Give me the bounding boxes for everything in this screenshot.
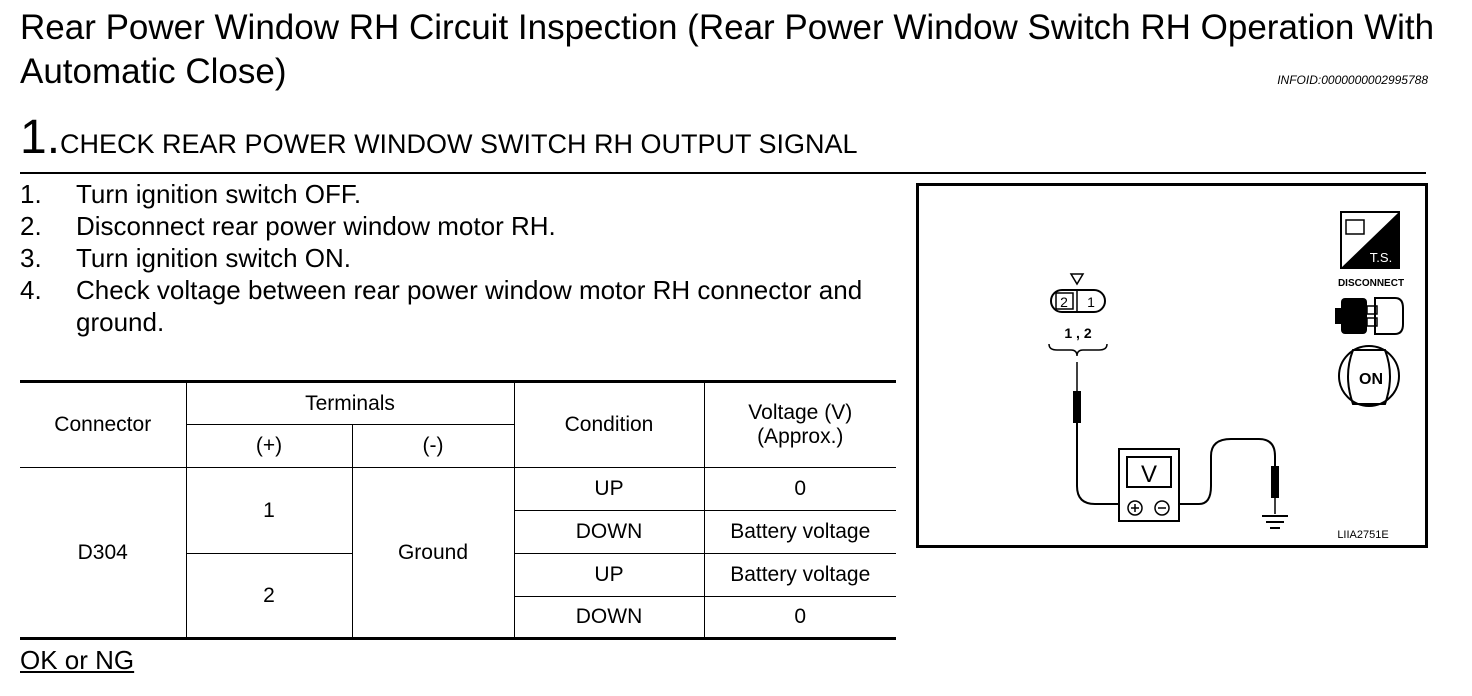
- list-item: 3. Turn ignition switch ON.: [20, 242, 910, 274]
- diagram-drawing: 2 1 1 , 2 V: [1048, 211, 1404, 541]
- cell-condition: UP: [513, 553, 705, 597]
- table-row: DOWN 0: [20, 596, 896, 639]
- table-row: 2 UP Battery voltage: [20, 553, 896, 639]
- test-symbol-icon: T.S.: [1340, 211, 1400, 269]
- header-voltage-sub: (Approx.): [757, 425, 844, 448]
- header-connector: Connector: [20, 381, 187, 468]
- cell-terminal: 1: [185, 467, 353, 554]
- header-plus: (+): [186, 424, 353, 468]
- header-voltage: Voltage (V) (Approx.): [703, 381, 896, 468]
- cell-connector: D304: [20, 467, 187, 639]
- item-text: Turn ignition switch OFF.: [76, 179, 362, 209]
- ts-label: T.S.: [1370, 250, 1392, 265]
- list-item: 4. Check voltage between rear power windo…: [20, 274, 910, 338]
- page-title: Rear Power Window RH Circuit Inspection …: [20, 8, 1435, 91]
- cell-terminal: 2: [186, 553, 353, 639]
- header-condition: Condition: [513, 381, 705, 468]
- step-title: CHECK REAR POWER WINDOW SWITCH RH OUTPUT…: [60, 129, 858, 159]
- instruction-list: 1. Turn ignition switch OFF. 2. Disconnect…: [20, 178, 910, 338]
- ok-ng-link[interactable]: OK or NG: [20, 645, 135, 675]
- item-text: Disconnect rear power window motor RH.: [76, 211, 556, 241]
- disconnect-label: DISCONNECT: [1338, 278, 1404, 289]
- cell-voltage: Battery voltage: [703, 510, 896, 554]
- connector-icon: 2 1 1 , 2: [1048, 273, 1108, 357]
- wiring-diagram: 2 1 1 , 2 V: [916, 183, 1428, 548]
- list-item: 2. Disconnect rear power window motor RH.: [20, 210, 910, 242]
- cell-condition: UP: [513, 467, 705, 511]
- item-number: 1.: [20, 179, 42, 209]
- disconnect-icon: DISCONNECT: [1335, 278, 1404, 335]
- step-number: 1.: [20, 111, 61, 164]
- item-number: 4.: [20, 275, 42, 305]
- step-heading: 1.CHECK REAR POWER WINDOW SWITCH RH OUTP…: [20, 110, 1426, 174]
- voltmeter: V: [1118, 448, 1180, 522]
- item-number: 2.: [20, 211, 42, 241]
- figure-id: LIIA2751E: [1337, 529, 1388, 541]
- item-text: Check voltage between rear power window …: [76, 275, 863, 337]
- info-id: INFOID:0000000002995788: [1277, 73, 1428, 87]
- voltage-table: Connector Terminals Condition Voltage (V…: [20, 380, 896, 640]
- item-text: Turn ignition switch ON.: [76, 243, 352, 273]
- cell-condition: DOWN: [514, 510, 705, 554]
- table-row: DOWN Battery voltage: [20, 510, 896, 554]
- item-number: 3.: [20, 243, 42, 273]
- pin-1-label: 1: [1087, 294, 1095, 310]
- cell-voltage: Battery voltage: [703, 553, 896, 597]
- positive-probe: [1073, 362, 1119, 505]
- negative-probe: [1179, 438, 1279, 514]
- ground-icon: [1262, 515, 1288, 529]
- cell-voltage: 0: [703, 467, 896, 511]
- meter-label: V: [1141, 461, 1157, 488]
- header-minus: (-): [351, 424, 514, 468]
- header-terminals: Terminals: [185, 381, 515, 425]
- cell-voltage: 0: [703, 596, 896, 639]
- list-item: 1. Turn ignition switch OFF.: [20, 178, 910, 210]
- cell-ground: Ground: [351, 467, 515, 639]
- cell-condition: DOWN: [514, 596, 705, 639]
- header-voltage-label: Voltage (V): [748, 401, 853, 424]
- connector-terminals-label: 1 , 2: [1064, 325, 1091, 341]
- ignition-on-icon: ON: [1338, 345, 1400, 407]
- on-label: ON: [1359, 371, 1383, 388]
- pin-2-label: 2: [1060, 294, 1068, 310]
- table-row: D304 1 Ground UP 0: [20, 467, 896, 639]
